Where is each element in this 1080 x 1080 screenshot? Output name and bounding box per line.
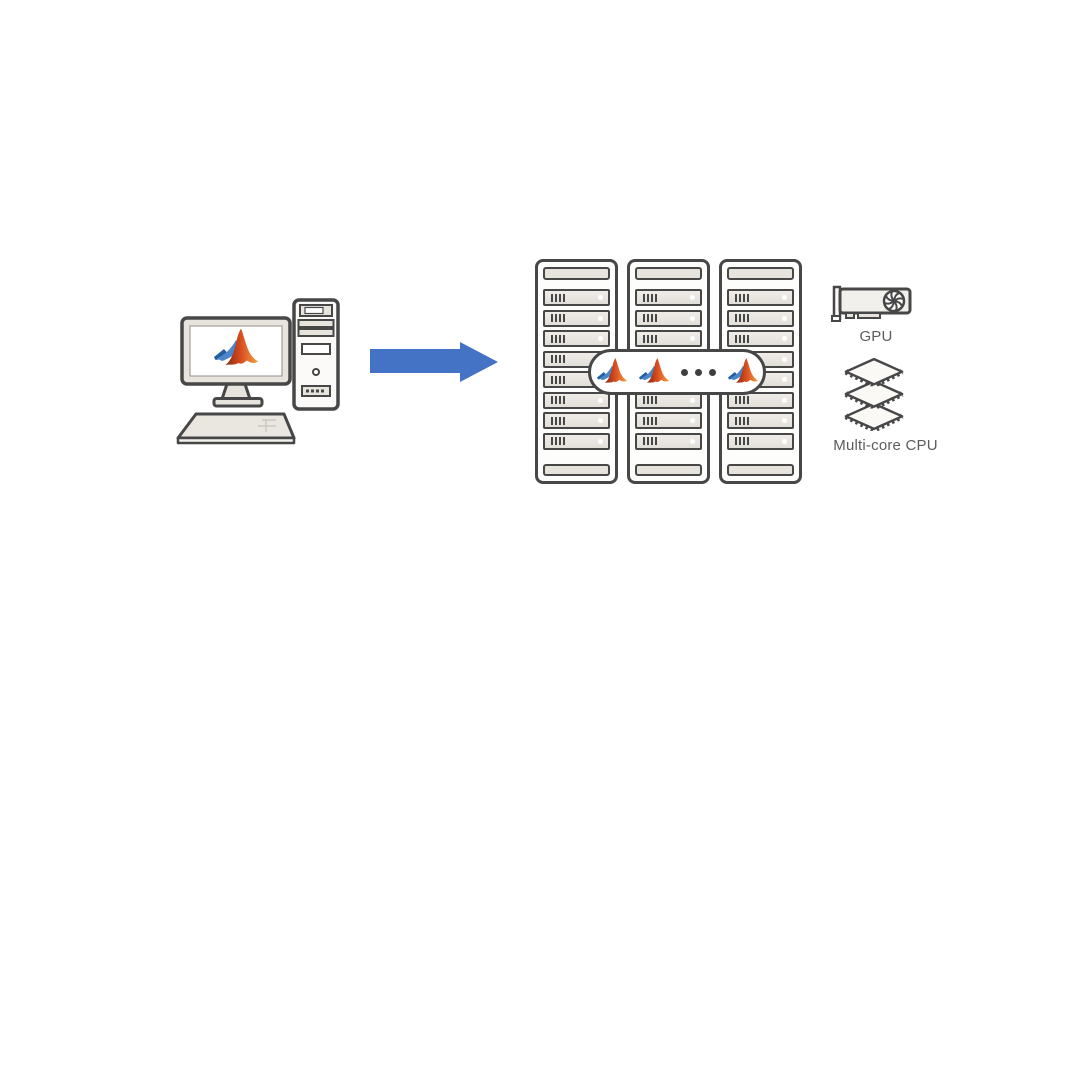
matlab-logo-icon [727,358,758,383]
server-unit [635,432,702,450]
server-unit [635,412,702,429]
vent-bars-icon [735,416,749,425]
led-indicator-icon [782,377,787,382]
vent-bars-icon [643,437,657,445]
matlab-logo-icon [596,358,627,383]
ellipsis-dots-icon [680,368,716,376]
keyboard-icon [176,412,296,445]
server-unit [727,391,794,409]
led-indicator-icon [782,315,787,321]
led-indicator-icon [690,418,695,423]
rack-top-panel [635,267,702,280]
led-indicator-icon [782,356,787,362]
server-unit [543,412,610,429]
server-unit [727,432,794,450]
gpu-label: GPU [859,328,893,345]
led-indicator-icon [598,438,603,444]
vent-bars-icon [735,437,749,445]
vent-bars-icon [643,416,657,425]
vent-bars-icon [551,375,565,384]
server-unit [635,289,702,306]
vent-bars-icon [551,334,565,343]
matlab-logo-icon [638,358,669,383]
rack-bottom-panel [727,464,794,476]
server-unit [727,330,794,347]
vent-bars-icon [551,293,565,302]
rack-units [543,289,610,450]
vent-bars-icon [643,334,657,343]
server-unit [635,330,702,347]
vent-bars-icon [735,396,749,404]
server-unit [543,289,610,306]
rack-bottom-panel [543,464,610,476]
matlab-workers-pill [588,349,766,395]
vent-bars-icon [735,293,749,302]
led-indicator-icon [782,418,787,423]
server-unit [543,309,610,327]
led-indicator-icon [782,295,787,300]
rack-top-panel [727,267,794,280]
gpu-icon [831,285,912,322]
led-indicator-icon [690,315,695,321]
cpu-label: Multi-core CPU [833,437,938,454]
led-indicator-icon [598,397,603,403]
rack-top-panel [543,267,610,280]
led-indicator-icon [598,336,603,341]
server-unit [635,309,702,327]
multicore-cpu-icon [842,357,906,431]
server-unit [727,412,794,429]
server-unit [543,391,610,409]
vent-bars-icon [735,334,749,343]
led-indicator-icon [598,315,603,321]
gpu-block: GPU [828,284,924,345]
server-unit [543,330,610,347]
arrow-right-icon [368,340,500,386]
server-unit [543,432,610,450]
led-indicator-icon [690,438,695,444]
led-indicator-icon [690,397,695,403]
vent-bars-icon [643,396,657,404]
workstation-icon [170,296,342,448]
led-indicator-icon [782,397,787,403]
fan-icon [882,289,906,313]
led-indicator-icon [690,336,695,341]
server-unit [727,289,794,306]
vent-bars-icon [643,314,657,322]
rack-bottom-panel [635,464,702,476]
led-indicator-icon [598,418,603,423]
vent-bars-icon [551,437,565,445]
vent-bars-icon [551,396,565,404]
led-indicator-icon [598,295,603,300]
desktop-computer-icon [176,298,340,445]
vent-bars-icon [551,314,565,322]
led-indicator-icon [690,295,695,300]
vent-bars-icon [735,314,749,322]
monitor-icon [180,316,292,408]
led-indicator-icon [782,438,787,444]
vent-bars-icon [551,355,565,363]
server-unit [727,309,794,327]
led-indicator-icon [782,336,787,341]
cpu-block: Multi-core CPU [813,357,958,454]
vent-bars-icon [551,416,565,425]
tower-icon [292,298,340,411]
vent-bars-icon [643,293,657,302]
